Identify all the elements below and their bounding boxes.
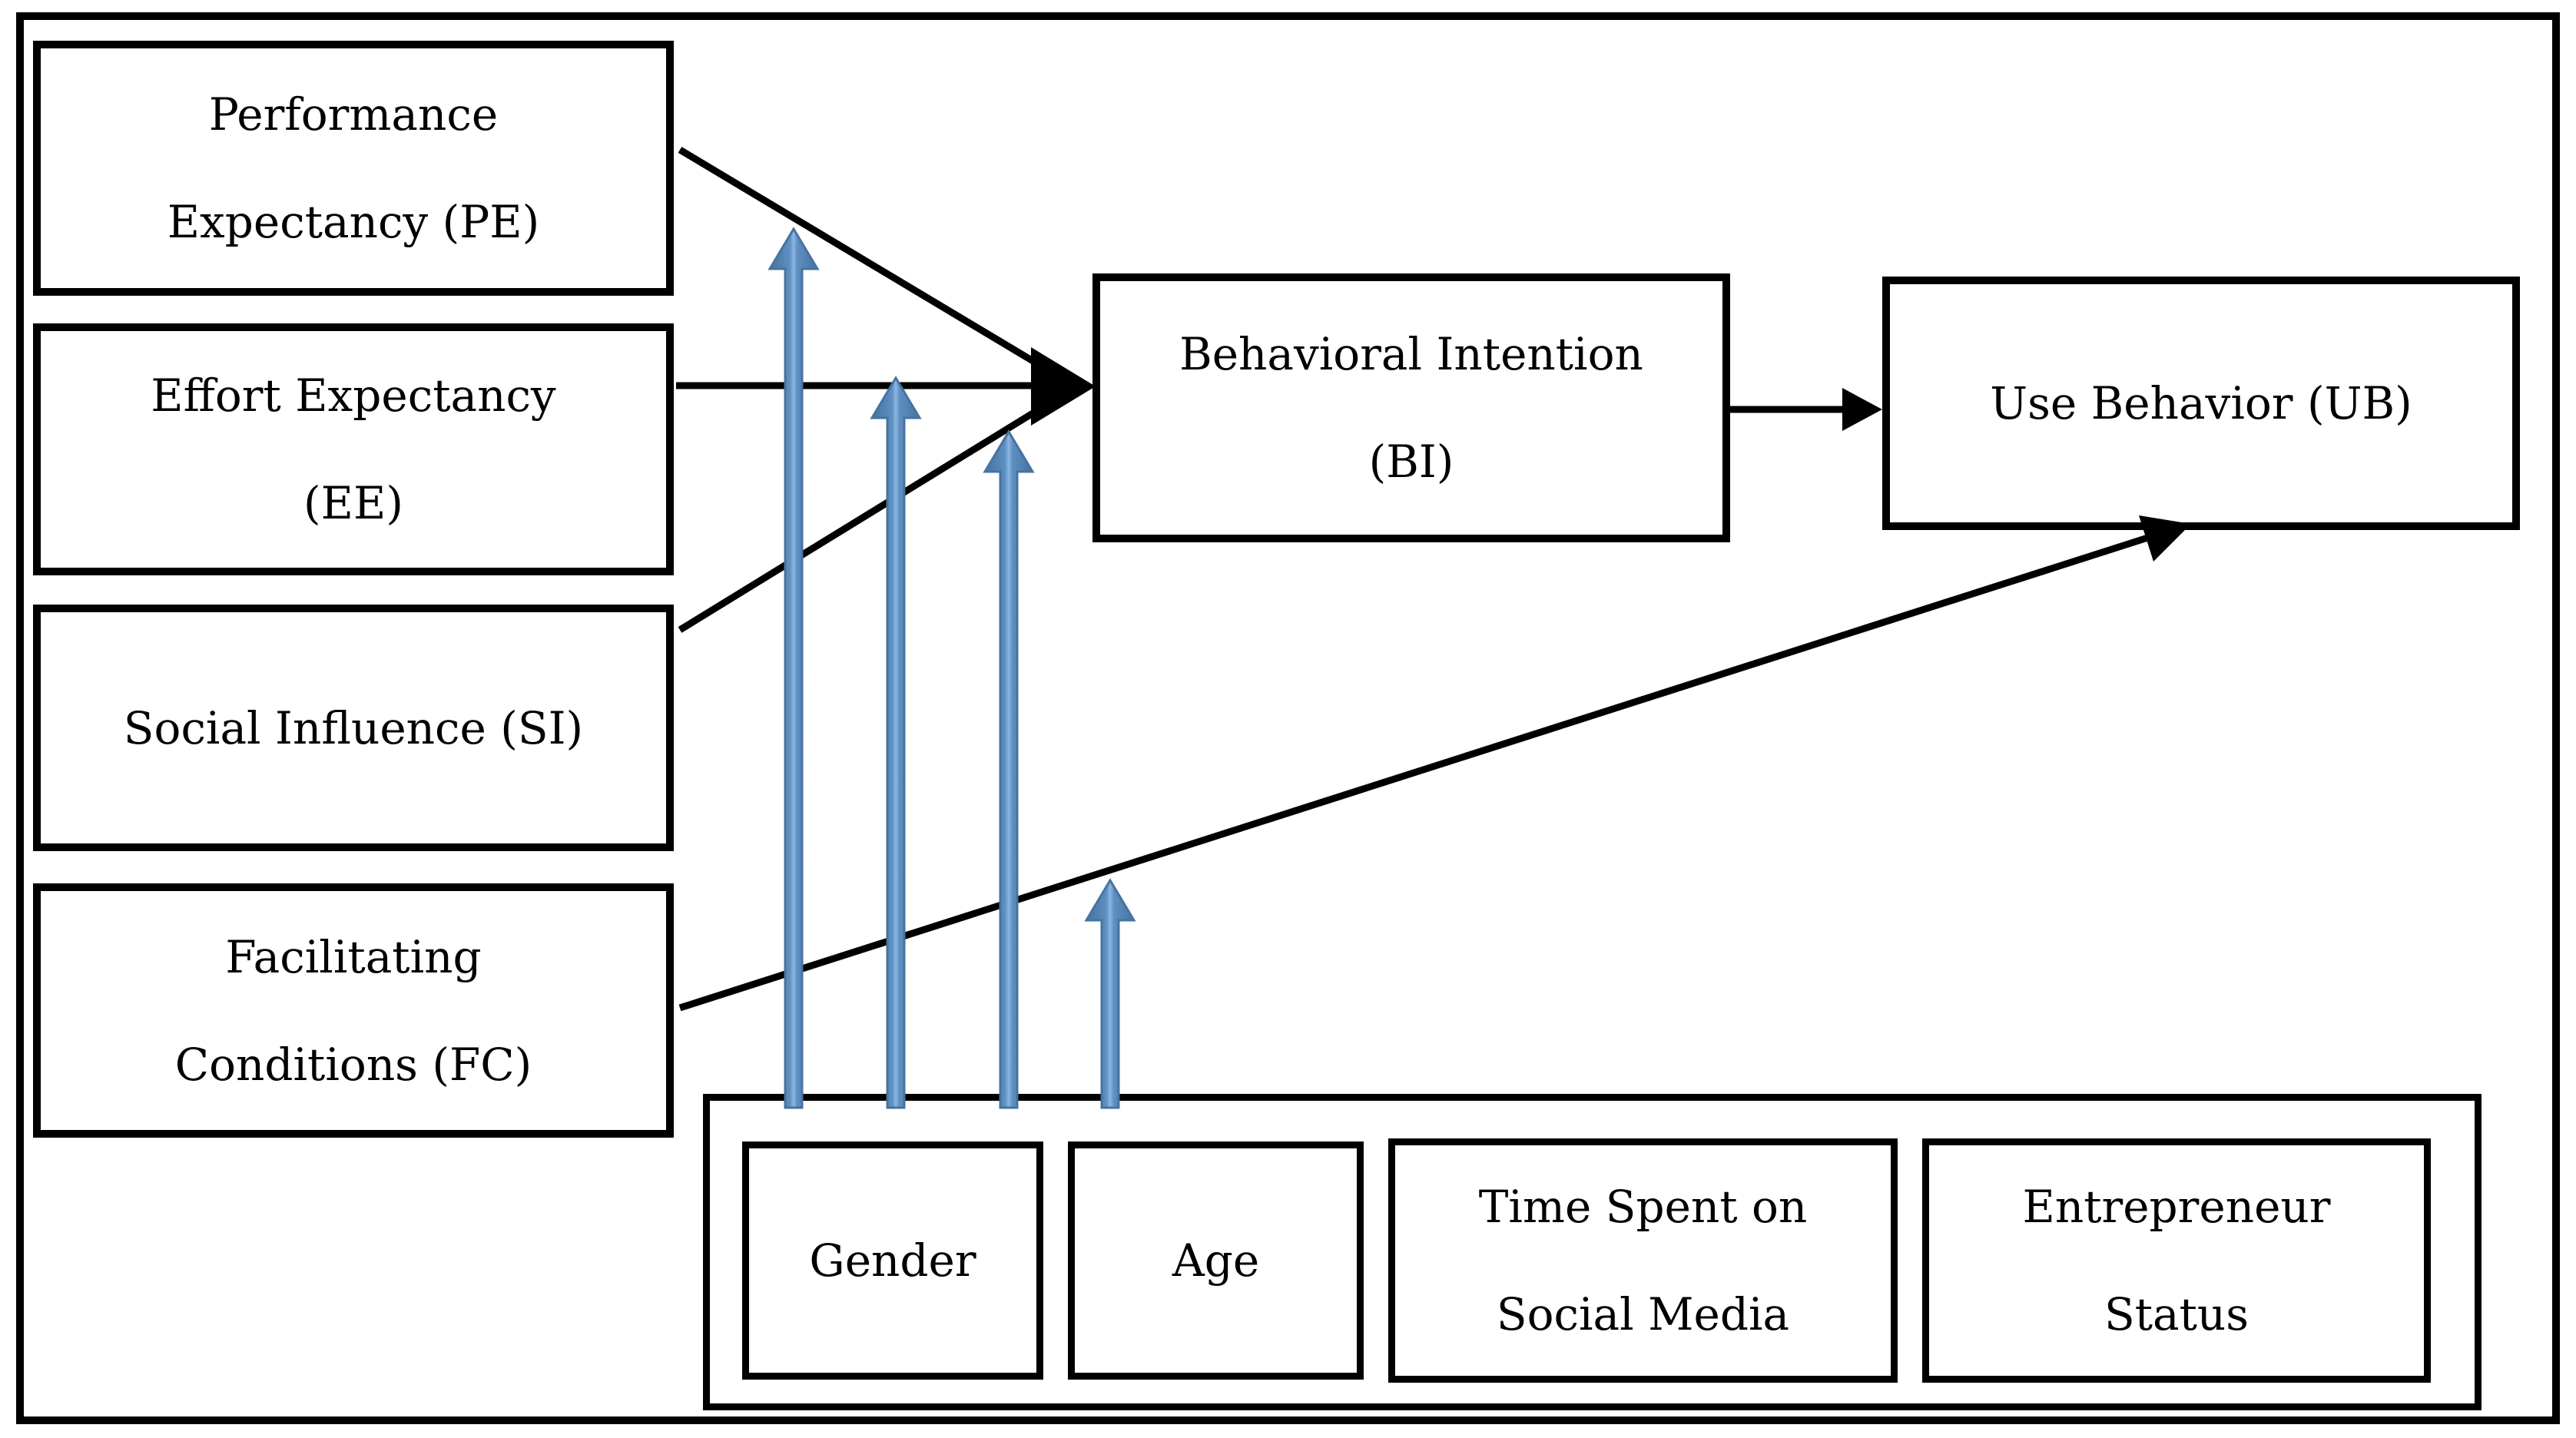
moderators-container	[703, 1094, 2482, 1410]
facilitating-conditions-label-line2: Conditions (FC)	[174, 1038, 532, 1091]
use-behavior-label: Use Behavior (UB)	[1990, 377, 2412, 429]
use-behavior-box: Use Behavior (UB)	[1882, 277, 2520, 530]
effort-expectancy-box: Effort Expectancy (EE)	[33, 323, 674, 575]
outer-frame	[16, 12, 2560, 1424]
social-influence-box: Social Influence (SI)	[33, 605, 674, 851]
moderator-age-label: Age	[1172, 1234, 1260, 1287]
behavioral-intention-box: Behavioral Intention (BI)	[1092, 273, 1730, 542]
effort-expectancy-label-line1: Effort Expectancy	[151, 369, 556, 422]
moderator-gender-label: Gender	[809, 1234, 976, 1287]
moderator-time-spent-label-line2: Social Media	[1496, 1288, 1790, 1340]
moderator-gender-box: Gender	[742, 1141, 1043, 1380]
performance-expectancy-box: Performance Expectancy (PE)	[33, 41, 674, 296]
moderator-time-spent-box: Time Spent on Social Media	[1388, 1138, 1898, 1383]
moderator-age-box: Age	[1068, 1141, 1364, 1380]
moderator-entrepreneur-box: Entrepreneur Status	[1922, 1138, 2431, 1383]
moderator-entrepreneur-label-line1: Entrepreneur	[2022, 1181, 2331, 1233]
effort-expectancy-label-line2: (EE)	[303, 477, 403, 529]
moderator-entrepreneur-label-line2: Status	[2104, 1288, 2249, 1340]
performance-expectancy-label-line2: Expectancy (PE)	[167, 196, 540, 248]
moderator-time-spent-label-line1: Time Spent on	[1478, 1181, 1808, 1233]
facilitating-conditions-box: Facilitating Conditions (FC)	[33, 883, 674, 1138]
behavioral-intention-label-line1: Behavioral Intention	[1179, 328, 1643, 380]
behavioral-intention-label-line2: (BI)	[1368, 436, 1454, 488]
performance-expectancy-label-line1: Performance	[208, 88, 499, 141]
facilitating-conditions-label-line1: Facilitating	[225, 930, 482, 983]
social-influence-label: Social Influence (SI)	[123, 701, 584, 754]
